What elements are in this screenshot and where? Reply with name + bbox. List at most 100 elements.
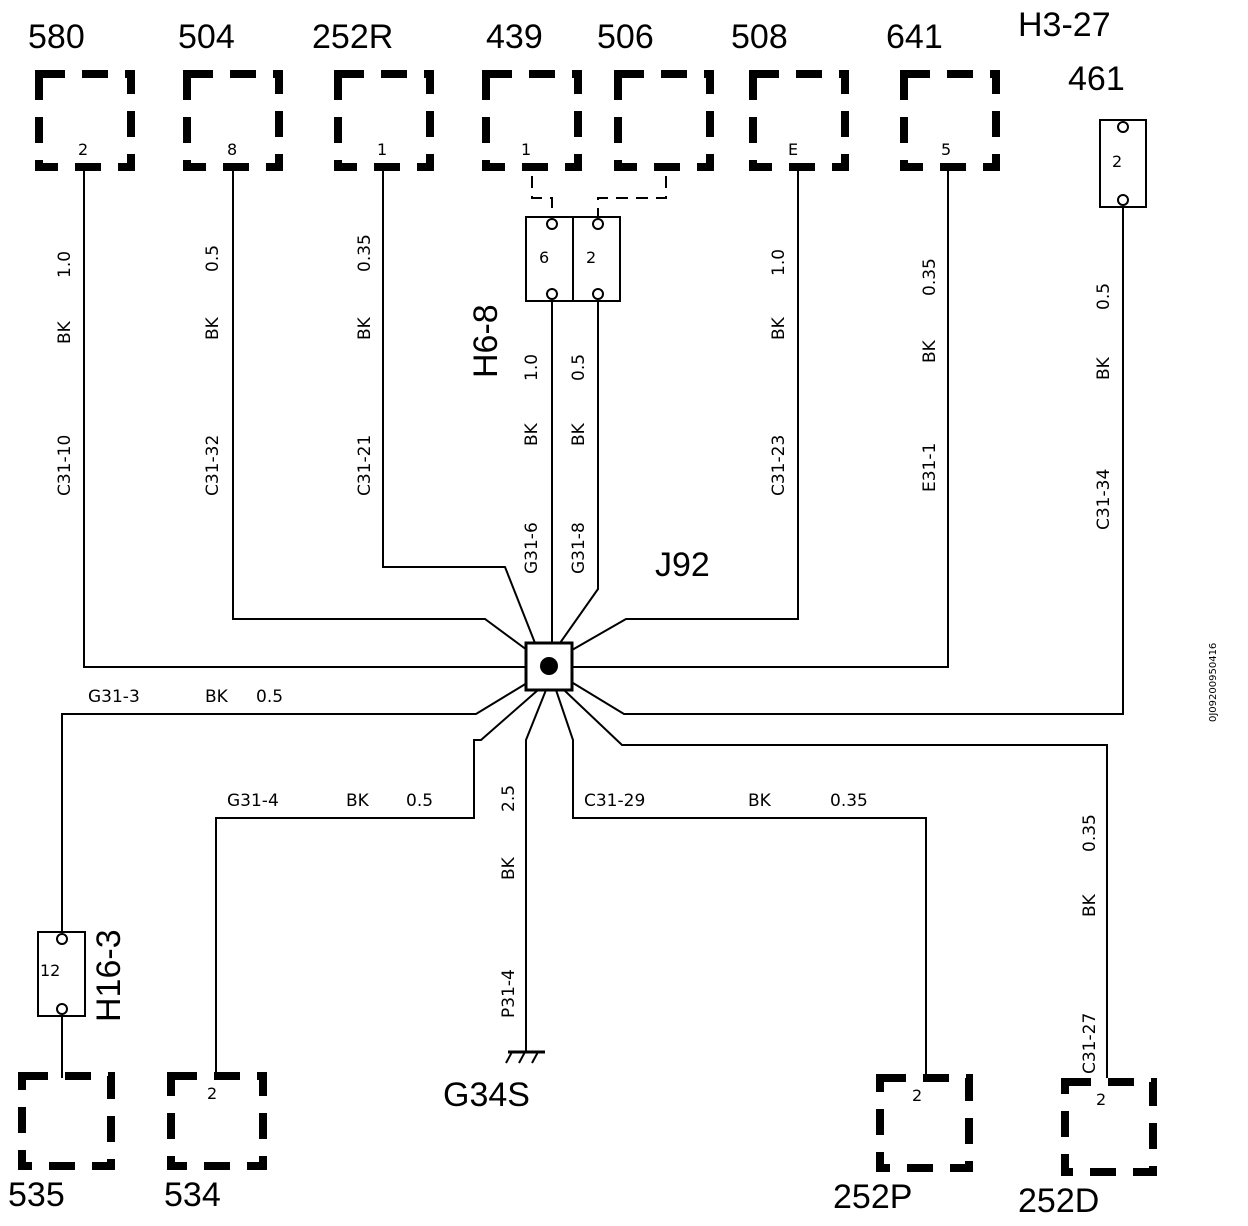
connector-h6-8-pin-a: 6: [539, 248, 549, 267]
connector-h6-8-label: H6-8: [467, 304, 505, 378]
wire-535: [61, 682, 528, 932]
connector-h16-3-body: [37, 931, 86, 1017]
component-252d-box: [1061, 1078, 1157, 1176]
bottom-components: 535 534 2 252P 2 252D 2: [8, 1072, 1157, 1220]
component-508-label: 508: [731, 18, 788, 56]
connector-h3-27-pin: 2: [1112, 152, 1122, 171]
connector-h6-8-pin-b-top: [592, 218, 604, 230]
wire-504: [232, 169, 528, 651]
wire-461-id: C31-34: [1094, 469, 1114, 530]
wire-534-size: 0.5: [406, 791, 433, 811]
wire-580-size: 1.0: [55, 251, 75, 278]
wire-ground-id: P31-4: [499, 969, 519, 1018]
connector-h6-8-pin-b-bottom: [592, 288, 604, 300]
component-534-pin: 2: [207, 1084, 217, 1103]
wire-535-id: G31-3: [88, 687, 140, 707]
connector-h6-8-pin-a-bottom: [546, 288, 558, 300]
splice-j92-dot: [540, 657, 558, 675]
component-506-label: 506: [597, 18, 654, 56]
component-580-pin: 2: [78, 140, 88, 159]
ground-tick-3: [531, 1051, 539, 1064]
wire-252d-size: 0.35: [1080, 814, 1100, 852]
wire-641-id: E31-1: [920, 443, 940, 492]
wire-h68-pin2: [559, 301, 599, 644]
component-252d-label: 252D: [1018, 1182, 1099, 1220]
connector-h6-8-pin-b: 2: [586, 248, 596, 267]
wire-252r: [382, 169, 536, 644]
wire-252r-color: BK: [355, 316, 375, 340]
splice-j92-label: J92: [655, 546, 710, 584]
wire-534-color: BK: [346, 791, 370, 811]
wire-506-h68: [597, 176, 667, 217]
component-641-box: [900, 70, 1000, 171]
wire-252d-color: BK: [1080, 893, 1100, 917]
wire-252p-size: 0.35: [830, 791, 868, 811]
wire-252p: [555, 689, 927, 1078]
wire-252p-id: C31-29: [584, 791, 645, 811]
ground-tick-2: [518, 1051, 526, 1064]
component-580-box: [35, 70, 135, 171]
connector-h16-3-pin-bottom: [56, 1003, 68, 1015]
connector-h3-27-pin-bottom: [1117, 194, 1129, 206]
component-252r-box: [334, 70, 434, 171]
wire-252r-size: 0.35: [355, 234, 375, 272]
wire-580: [83, 169, 525, 668]
wire-g31-8-size: 0.5: [569, 354, 589, 381]
wire-ground-color: BK: [499, 856, 519, 880]
wire-g31-8-color: BK: [569, 422, 589, 446]
component-252p-pin: 2: [912, 1086, 922, 1105]
wire-ground-size: 2.5: [499, 785, 519, 812]
wire-461: [572, 202, 1124, 715]
document-id: 0J09200950416: [1208, 643, 1219, 722]
component-506-box: [614, 70, 714, 171]
wire-ground: [525, 689, 547, 1052]
wire-439-h68: [531, 176, 553, 217]
connector-h16-3: 12 H16-3: [37, 929, 128, 1022]
wire-534-id: G31-4: [227, 791, 279, 811]
wire-g31-6-size: 1.0: [522, 354, 542, 381]
wire-252d-id: C31-27: [1080, 1013, 1100, 1074]
wire-g31-8-id: G31-8: [569, 522, 589, 574]
wire-508-size: 1.0: [769, 249, 789, 276]
wire-504-color: BK: [203, 316, 223, 340]
wire-g31-6-color: BK: [522, 422, 542, 446]
component-641-pin: 5: [941, 140, 951, 159]
connector-h3-27: H3-27 461 2: [1018, 6, 1147, 208]
component-534-label: 534: [164, 1176, 221, 1214]
wire-641-size: 0.35: [920, 258, 940, 296]
wire-508: [571, 169, 799, 651]
wire-252r-id: C31-21: [355, 435, 375, 496]
connector-h3-27-body: [1099, 119, 1147, 208]
component-580-label: 580: [28, 18, 85, 56]
wire-504-id: C31-32: [203, 435, 223, 496]
wire-534: [215, 689, 539, 1076]
component-252p-box: [876, 1074, 973, 1172]
connector-h16-3-pin: 12: [40, 961, 60, 980]
ground-label: G34S: [443, 1076, 530, 1114]
component-535-box: [18, 1072, 115, 1170]
wire-535-color: BK: [205, 687, 229, 707]
splice-j92: J92: [524, 546, 710, 692]
connector-h3-27-pin-top: [1117, 121, 1129, 133]
wire-580-color: BK: [55, 320, 75, 344]
component-504-label: 504: [178, 18, 235, 56]
wire-508-color: BK: [769, 316, 789, 340]
component-535-label: 535: [8, 1176, 65, 1214]
wire-g31-6-id: G31-6: [522, 522, 542, 574]
wire-641: [573, 169, 949, 668]
connector-h16-3-label: H16-3: [90, 929, 128, 1022]
component-504-box: [183, 70, 283, 171]
wire-580-id: C31-10: [55, 435, 75, 496]
ground-g34s: G34S: [443, 1050, 545, 1114]
connector-h16-3-pin-top: [56, 933, 68, 945]
wire-535-size: 0.5: [256, 687, 283, 707]
component-504-pin: 8: [227, 140, 237, 159]
wire-641-color: BK: [920, 339, 940, 363]
connector-461-label: 461: [1068, 60, 1125, 98]
top-components: 580 2 504 8 252R 1 439 1 506 508 E 641 5: [28, 18, 1000, 171]
connector-h6-8-pin-a-top: [546, 218, 558, 230]
component-534-box: [167, 1072, 267, 1170]
connector-h6-8: 6 2 H6-8: [467, 216, 621, 378]
component-439-label: 439: [486, 18, 543, 56]
component-439-box: [482, 70, 582, 171]
